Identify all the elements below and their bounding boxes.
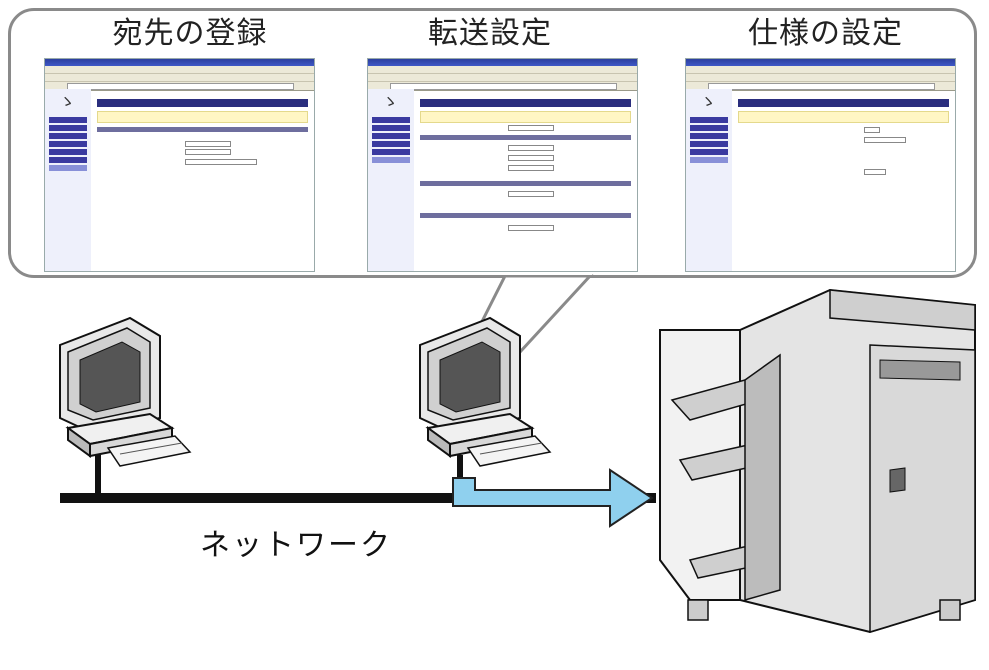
panel-title-destination: 宛先の登録 — [112, 16, 268, 51]
screenshot-destination: ゝ — [44, 58, 315, 272]
panel-title-spec: 仕様の設定 — [748, 16, 903, 51]
printer-icon — [659, 288, 976, 634]
network-label: ネットワーク — [200, 528, 392, 563]
screenshot-forwarding: ゝ — [367, 58, 638, 272]
screenshot-spec: ゝ — [685, 58, 956, 272]
panel-title-forwarding: 転送設定 — [428, 16, 552, 51]
transfer-arrow — [452, 468, 654, 528]
computer-icon-right — [419, 316, 552, 467]
computer-icon-left — [59, 316, 192, 467]
